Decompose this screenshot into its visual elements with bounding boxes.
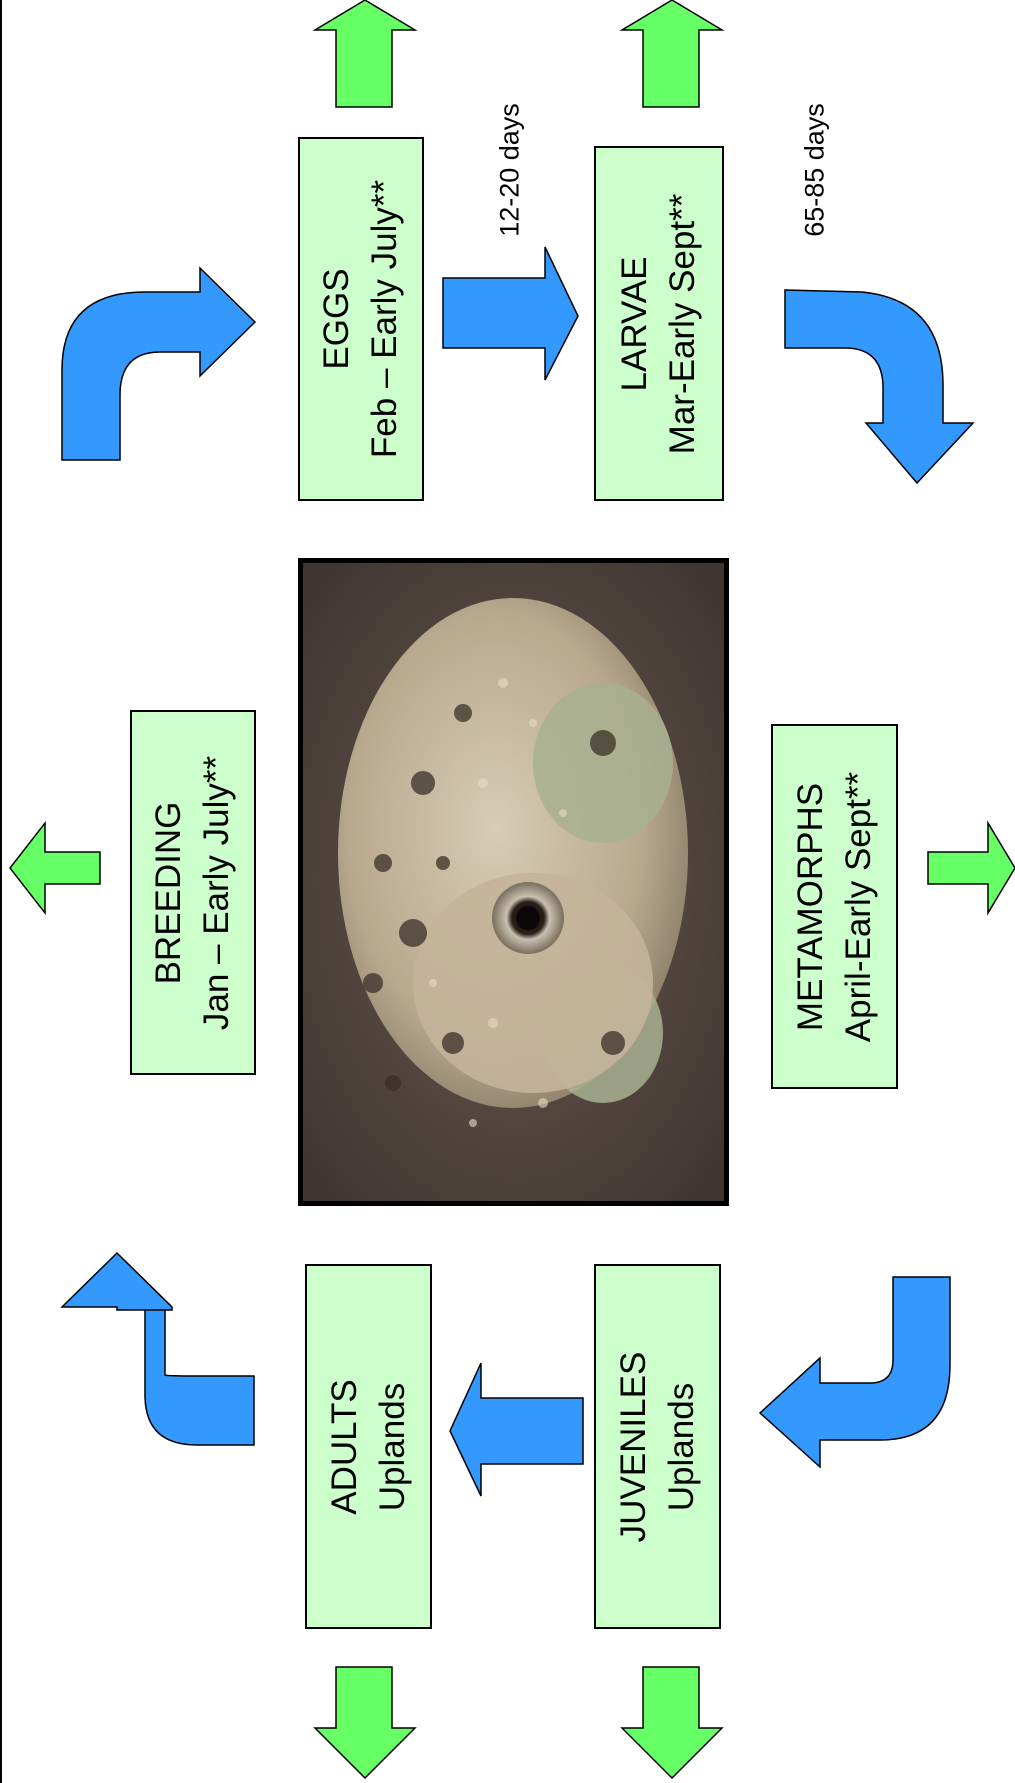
cycle-arrow-eggs-to-larvae [443, 247, 578, 380]
larvae-box: LARVAE Mar-Early Sept** [594, 146, 724, 501]
cycle-arrow-breeding-to-eggs [62, 268, 255, 460]
adults-subtitle: Uplands [369, 1379, 417, 1515]
adults-box: ADULTS Uplands [305, 1264, 432, 1629]
breeding-title: BREEDING [145, 755, 193, 1029]
cycle-arrow-larvae-to-metamorphs [785, 290, 973, 483]
breeding-box: BREEDING Jan – Early July** [130, 710, 256, 1075]
larvae-subtitle: Mar-Early Sept** [659, 193, 707, 454]
cycle-arrow-metamorphs-to-juveniles [760, 1277, 950, 1467]
toad-photo [298, 558, 729, 1206]
juveniles-title: JUVENILES [610, 1351, 658, 1542]
exit-arrow-breeding [10, 823, 100, 913]
breeding-text: BREEDING Jan – Early July** [145, 755, 241, 1029]
metamorphs-subtitle: April-Early Sept** [835, 771, 883, 1041]
juveniles-subtitle: Uplands [658, 1351, 706, 1542]
toad-illustration [303, 563, 724, 1201]
eggs-subtitle: Feb – Early July** [361, 180, 409, 458]
eggs-box: EGGS Feb – Early July** [298, 137, 424, 501]
exit-arrow-adults [315, 1667, 415, 1778]
exit-arrow-eggs [315, 0, 415, 107]
metamorphs-box: METAMORPHS April-Early Sept** [771, 724, 898, 1089]
cycle-arrow-adults-to-breeding [62, 1253, 254, 1445]
juveniles-text: JUVENILES Uplands [610, 1351, 706, 1542]
adults-title: ADULTS [321, 1379, 369, 1515]
larvae-text: LARVAE Mar-Early Sept** [611, 193, 707, 454]
metamorphs-title: METAMORPHS [787, 771, 835, 1041]
eggs-text: EGGS Feb – Early July** [313, 180, 409, 458]
duration-larvae-to-metamorphs: 65-85 days [800, 103, 831, 237]
larvae-title: LARVAE [611, 193, 659, 454]
exit-arrow-metamorphs [928, 823, 1015, 913]
breeding-subtitle: Jan – Early July** [193, 755, 241, 1029]
adults-text: ADULTS Uplands [321, 1379, 417, 1515]
exit-arrow-larvae [622, 0, 722, 107]
duration-eggs-to-larvae: 12-20 days [495, 103, 526, 237]
cycle-arrow-juveniles-to-adults [450, 1363, 583, 1496]
metamorphs-text: METAMORPHS April-Early Sept** [787, 771, 883, 1041]
exit-arrow-juveniles [622, 1667, 722, 1778]
juveniles-box: JUVENILES Uplands [594, 1264, 721, 1629]
eggs-title: EGGS [313, 180, 361, 458]
